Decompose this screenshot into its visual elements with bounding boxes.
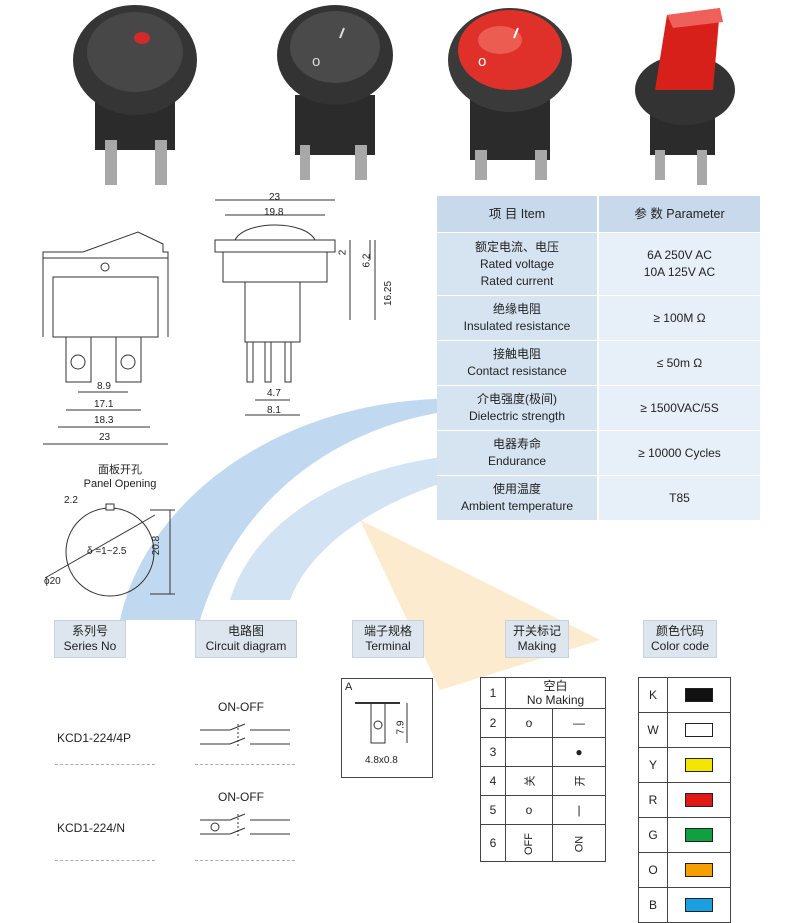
- terminal-drawing: [355, 702, 408, 744]
- spec-header-parameter: 参 数 Parameter: [598, 196, 760, 233]
- front-dim-23: 23: [269, 192, 281, 203]
- spec-header-row: 项 目 Item 参 数 Parameter: [437, 196, 760, 233]
- terminal-height-dim: 7.9: [395, 720, 407, 735]
- color-swatch-black: [685, 688, 713, 703]
- circuit-label-2: ON-OFF: [218, 790, 264, 804]
- side-dim-17-1: 17.1: [94, 399, 114, 410]
- svg-text:o: o: [478, 53, 486, 70]
- color-row-y: Y: [638, 747, 731, 783]
- series-model-1: KCD1-224/4P: [57, 731, 132, 745]
- color-row-b: B: [638, 887, 731, 923]
- color-row-r: R: [638, 782, 731, 818]
- front-dim-4-7: 4.7: [267, 388, 281, 399]
- color-row-o: O: [638, 852, 731, 888]
- terminal-box: [341, 678, 433, 778]
- marking-row-6: 6 OFF ON: [480, 824, 606, 862]
- marking-row-5: 5 o |: [480, 795, 606, 825]
- color-row-k: K: [638, 677, 731, 713]
- color-row-w: W: [638, 712, 731, 748]
- circuit-diagram-1: [200, 723, 290, 746]
- switch-photo-black-marked: o: [277, 5, 393, 180]
- panel-thickness: δ =1~2.5: [87, 546, 127, 557]
- side-dim-18-3: 18.3: [94, 415, 114, 426]
- color-swatch-white: [685, 723, 713, 738]
- switch-photo-red-lever: [635, 8, 735, 185]
- marking-row-3: 3 ●: [480, 737, 606, 767]
- front-dim-19-8: 19.8: [264, 207, 284, 218]
- spec-row-dielectric: 介电强度(极间)Dielectric strength ≥ 1500VAC/5S: [437, 385, 760, 431]
- circuit-label-1: ON-OFF: [218, 700, 264, 714]
- color-swatch-blue: [685, 898, 713, 913]
- color-swatch-red: [685, 793, 713, 808]
- front-dim-8-1: 8.1: [267, 405, 281, 416]
- circuit-diagram-2: [200, 813, 290, 836]
- front-dim-2: 2: [337, 249, 349, 256]
- side-dim-8-9: 8.9: [97, 381, 111, 392]
- spec-header-item: 项 目 Item: [437, 196, 599, 233]
- series-model-2: KCD1-224/N: [57, 821, 126, 835]
- color-swatch-orange: [685, 863, 713, 878]
- panel-opening-drawing: [44, 503, 175, 597]
- panel-notch-dim: 2.2: [64, 495, 78, 506]
- marking-row-2: 2 o —: [480, 708, 606, 738]
- switch-photo-black-lamp: [73, 5, 197, 185]
- panel-height-dim: 20.8: [151, 535, 163, 556]
- terminal-type: A: [345, 681, 353, 693]
- svg-text:o: o: [312, 53, 320, 70]
- row-divider-circuit: [195, 764, 295, 765]
- front-dim-16-25: 16.25: [383, 280, 395, 307]
- row-divider-circuit-2: [195, 860, 295, 861]
- front-view-drawing: [214, 199, 376, 416]
- row-divider-series-2: [55, 860, 155, 861]
- panel-opening-title: 面板开孔 Panel Opening: [83, 464, 157, 490]
- side-view-drawing: [42, 231, 169, 445]
- color-code-table: K W Y R G O B: [638, 677, 731, 923]
- row-divider-series: [55, 764, 155, 765]
- panel-diameter-dim: ϕ20: [44, 576, 61, 587]
- color-row-g: G: [638, 817, 731, 853]
- color-swatch-green: [685, 828, 713, 843]
- color-swatch-yellow: [685, 758, 713, 773]
- front-dim-6-2: 6.2: [361, 253, 373, 268]
- switch-photo-red-lamp: o: [448, 8, 572, 180]
- terminal-size: 4.8x0.8: [365, 755, 398, 766]
- marking-row-4: 4 关 开: [480, 766, 606, 796]
- side-dim-23: 23: [99, 432, 111, 443]
